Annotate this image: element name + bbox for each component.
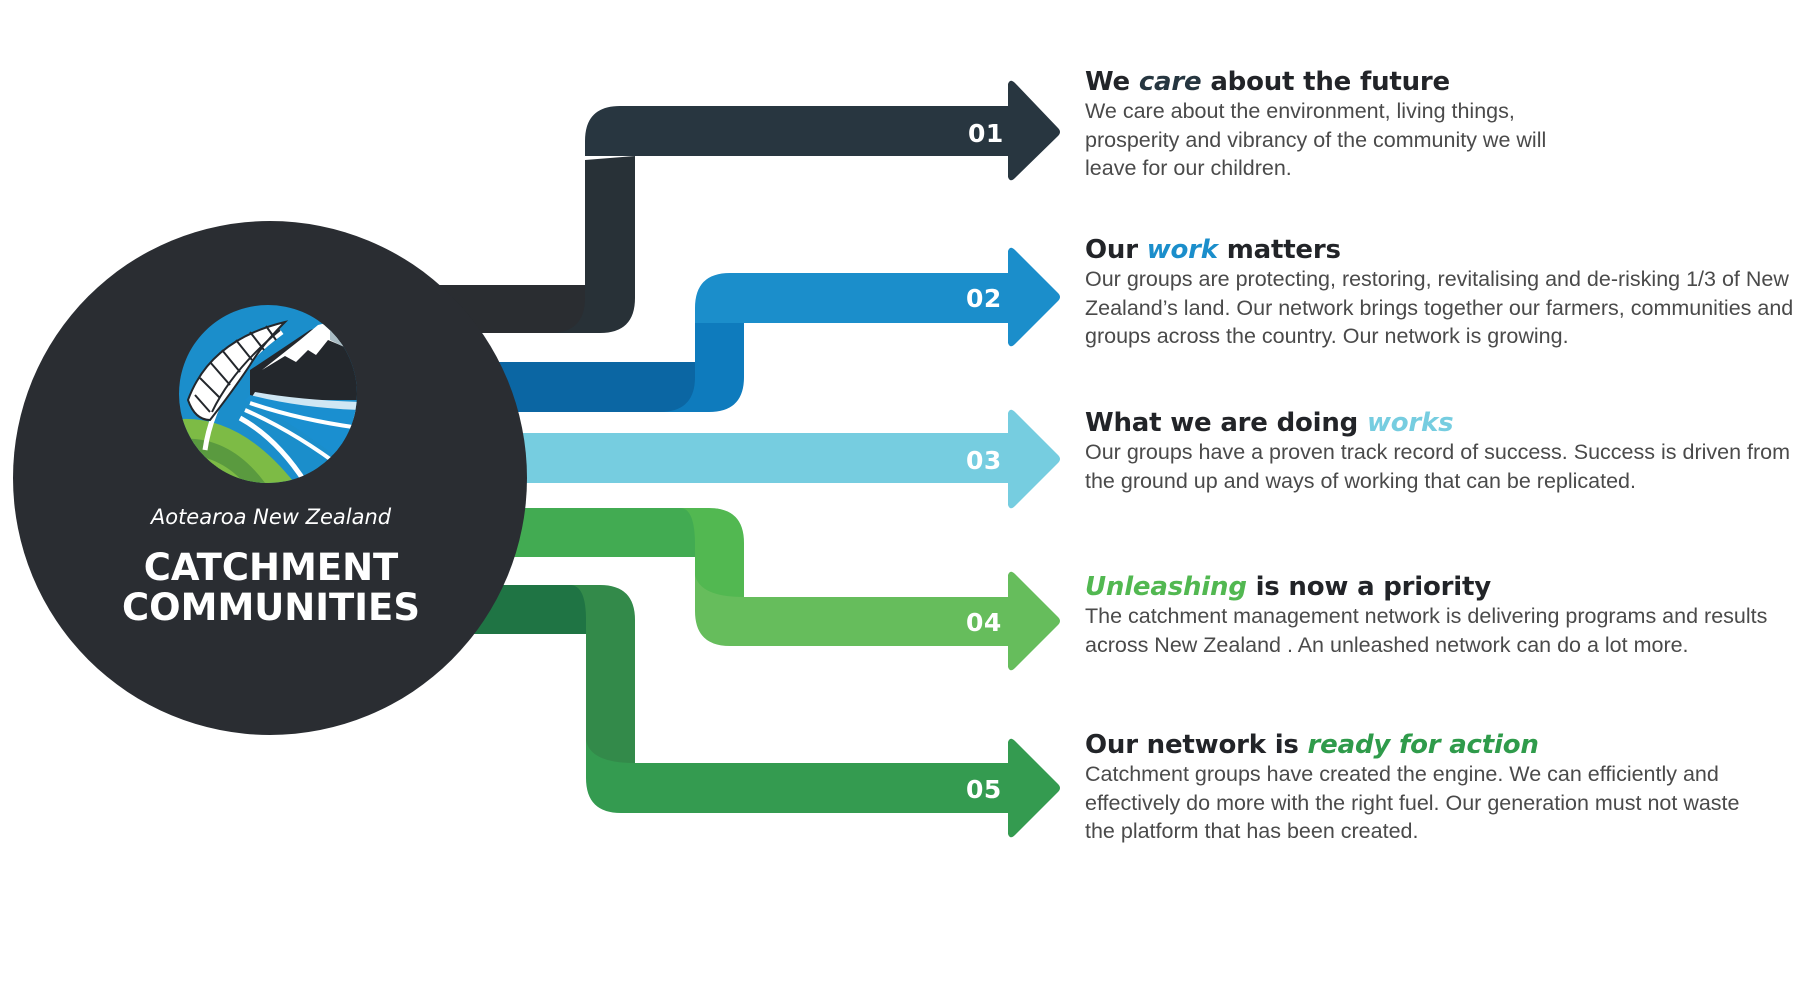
arrow-04-number: 04 <box>966 608 1002 637</box>
item-02-title: Our work matters <box>1085 235 1815 265</box>
title-accent: works <box>1366 408 1454 438</box>
body-line: We care about the environment, living th… <box>1085 99 1515 123</box>
body-line: Catchment groups have created the engine… <box>1085 762 1719 786</box>
arrow-05-end-segment <box>586 738 1060 838</box>
body-line: Zealand’s land. Our network brings toget… <box>1085 295 1794 320</box>
arrow-04: 04 <box>480 508 1060 671</box>
arrow-04-start-segment <box>480 508 700 557</box>
item-03: What we are doing works Our groups have … <box>1085 408 1815 495</box>
item-05-title: Our network is ready for action <box>1085 730 1815 760</box>
item-03-body: Our groups have a proven track record of… <box>1085 438 1815 495</box>
arrow-04-end-segment <box>695 571 1060 671</box>
title-accent: care <box>1138 67 1202 97</box>
arrow-01-vertical-segment <box>550 156 635 333</box>
arrow-04-vertical-segment <box>680 508 744 597</box>
item-05-body: Catchment groups have created the engine… <box>1085 760 1815 846</box>
item-02: Our work matters Our groups are protecti… <box>1085 235 1815 351</box>
title-text: What we are doing <box>1085 408 1367 438</box>
arrow-05-vertical-segment <box>570 585 635 763</box>
logo-title-line1: CATCHMENT <box>144 546 399 589</box>
logo-subtitle: Aotearoa New Zealand <box>149 505 392 529</box>
body-line: prosperity and vibrancy of the community… <box>1085 127 1547 152</box>
item-04: Unleashing is now a priority The catchme… <box>1085 572 1815 659</box>
item-05: Our network is ready for action Catchmen… <box>1085 730 1815 846</box>
title-accent: ready for action <box>1307 730 1539 760</box>
item-03-title: What we are doing works <box>1085 408 1815 438</box>
title-text: Our network is <box>1085 730 1308 760</box>
body-line: effectively do more with the right fuel.… <box>1085 790 1740 815</box>
body-line: leave for our children. <box>1085 156 1292 181</box>
arrow-02-number: 02 <box>966 284 1002 313</box>
item-04-body: The catchment management network is deli… <box>1085 602 1815 659</box>
arrow-03-segment <box>480 409 1060 509</box>
arrow-03: 03 <box>480 409 1060 509</box>
arrow-03-number: 03 <box>966 446 1002 475</box>
body-line: across New Zealand . An unleashed networ… <box>1085 632 1689 657</box>
title-text: is now a priority <box>1246 572 1492 602</box>
body-line: Our groups are protecting, restoring, re… <box>1085 267 1789 291</box>
body-line: groups across the country. Our network i… <box>1085 324 1569 349</box>
arrow-01-number: 01 <box>968 119 1004 148</box>
item-01: We care about the future We care about t… <box>1085 67 1815 183</box>
body-line: Our groups have a proven track record of… <box>1085 440 1791 464</box>
item-02-body: Our groups are protecting, restoring, re… <box>1085 265 1815 351</box>
title-accent: Unleashing <box>1085 572 1247 602</box>
title-text: We <box>1085 67 1139 97</box>
item-01-title: We care about the future <box>1085 67 1815 97</box>
body-line: the platform that has been created. <box>1085 819 1419 844</box>
item-04-title: Unleashing is now a priority <box>1085 572 1815 602</box>
arrow-02: 02 <box>470 247 1060 412</box>
logo-title-line2: COMMUNITIES <box>122 586 420 629</box>
title-text: matters <box>1217 235 1341 265</box>
fern-mountain-river-icon <box>179 305 357 483</box>
arrow-02-vertical-segment <box>660 323 744 412</box>
body-line: The catchment management network is deli… <box>1085 604 1768 628</box>
title-accent: work <box>1146 235 1218 265</box>
logo-badge: Aotearoa New Zealand CATCHMENT COMMUNITI… <box>13 221 527 735</box>
arrow-02-end-segment <box>695 247 1060 347</box>
item-01-body: We care about the environment, living th… <box>1085 97 1815 183</box>
arrow-05-number: 05 <box>966 775 1002 804</box>
title-text: Our <box>1085 235 1147 265</box>
arrow-02-start-segment <box>470 362 695 412</box>
title-text: about the future <box>1201 67 1450 97</box>
arrow-01-end-segment <box>585 80 1060 181</box>
body-line: the ground up and ways of working that c… <box>1085 468 1636 493</box>
arrow-05: 05 <box>440 585 1060 838</box>
